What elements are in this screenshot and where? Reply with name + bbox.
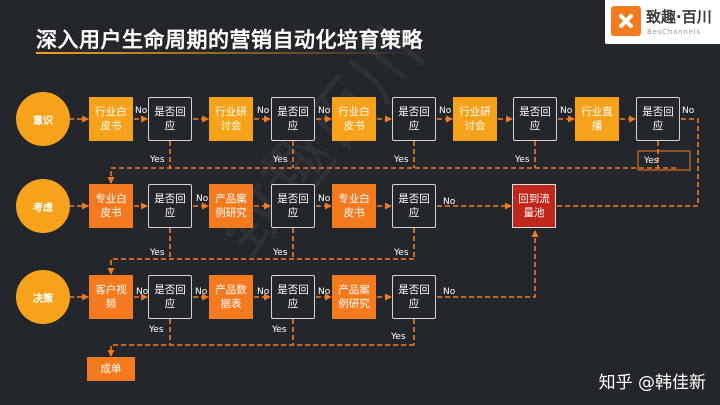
label-yes-aq4: Yes [515,155,530,165]
node-d1: 客户视频 [89,275,133,319]
label-no-a2: No [257,106,270,116]
node-a4: 行业研讨会 [453,97,497,141]
stage-awareness: 意识 [16,92,70,146]
node-dq2: 是否回应 [271,275,315,319]
node-c1: 专业白皮书 [89,184,133,228]
node-a1: 行业白皮书 [89,97,133,141]
label-no-cq3: No [443,197,456,207]
node-aq3: 是否回应 [392,97,436,141]
label-no-cq2: No [318,194,331,204]
label-no-aq4: No [560,106,573,116]
node-aq2: 是否回应 [271,97,315,141]
title-underline [36,52,426,54]
brand-logo-subtitle: BesChannels [647,28,701,36]
brand-logo: 致趣·百川 BesChannels [605,0,720,44]
label-no-aq1: No [135,106,148,116]
node-cq1: 是否回应 [148,184,192,228]
author-credit: 知乎 @韩佳新 [598,373,706,393]
node-dq1: 是否回应 [148,275,192,319]
label-yes-cq1: Yes [150,248,165,258]
label-yes-cq2: Yes [273,248,288,258]
node-traffic-pool: 回到流量池 [512,184,556,228]
node-dq3: 是否回应 [392,275,436,319]
label-no-d2: No [257,287,270,297]
node-a5: 行业直播 [575,97,619,141]
brand-logo-icon [611,6,641,36]
label-no-cq1: No [196,194,209,204]
node-cq3: 是否回应 [392,184,436,228]
stage-decision: 决策 [16,270,70,324]
label-yes-aq3: Yes [394,155,409,165]
label-no-d1: No [136,287,149,297]
node-aq5: 是否回应 [636,97,680,141]
label-yes-dq3: Yes [391,332,406,342]
node-aq1: 是否回应 [148,97,192,141]
label-no-aq5: No [682,106,695,116]
label-yes-dq2: Yes [272,325,287,335]
node-c2: 产品案例研究 [209,184,253,228]
edge-dq3-pool-no [437,230,539,298]
yes-callout-frame [637,150,691,171]
edge-aq5-pool-no [543,118,699,210]
node-a3: 行业白皮书 [332,97,376,141]
edge-yes-to-decision [107,258,414,275]
label-no-dq2: No [318,287,331,297]
label-yes-cq3: Yes [394,248,409,258]
node-a2: 行业研讨会 [209,97,253,141]
label-no-dq1: No [195,287,208,297]
node-d2: 产品数据表 [209,275,253,319]
page-title: 深入用户生命周期的营销自动化培育策略 [36,28,423,52]
edge-yes-to-consideration [107,167,676,184]
node-cq2: 是否回应 [271,184,315,228]
stage-consideration: 考虑 [16,179,70,233]
label-no-aq3: No [439,106,452,116]
node-aq4: 是否回应 [513,97,557,141]
label-yes-aq5: Yes [644,156,659,166]
node-c3: 专业白皮书 [332,184,376,228]
node-deal: 成单 [87,357,135,381]
node-d3: 产品案例研究 [332,275,376,319]
brand-logo-name: 致趣·百川 [646,8,712,26]
label-no-dq3: No [443,287,456,297]
label-yes-aq2: Yes [273,155,288,165]
label-yes-dq1: Yes [149,325,164,335]
edge-yes-to-deal [107,344,414,357]
label-yes-aq1: Yes [150,155,165,165]
label-no-aq2: No [318,106,331,116]
